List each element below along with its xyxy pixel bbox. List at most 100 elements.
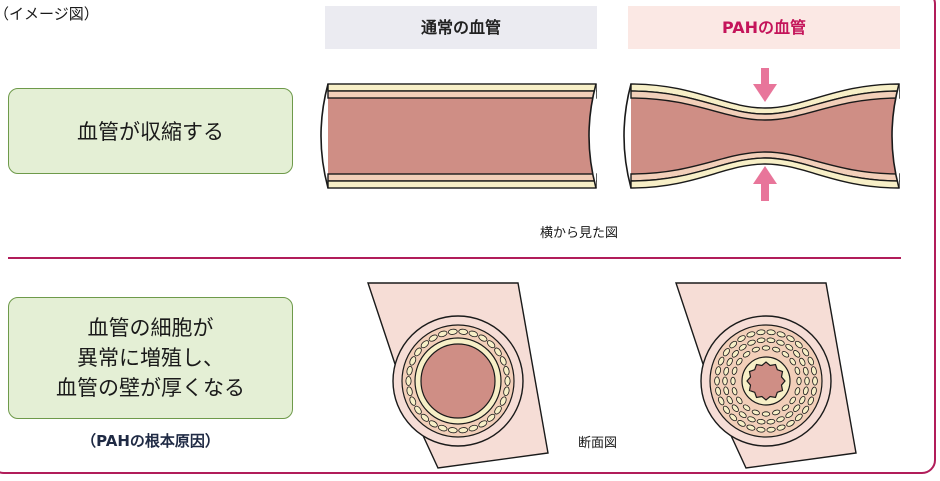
normal-vessel-side-view <box>320 83 597 189</box>
wall-cell <box>810 386 817 396</box>
wall-cell <box>802 348 810 357</box>
wall-cell <box>756 337 766 344</box>
wall-cell <box>730 376 736 386</box>
wall-cell <box>722 405 730 414</box>
wall-cell <box>747 416 756 423</box>
wall-cell <box>761 345 771 351</box>
wall-cell <box>428 334 438 342</box>
wall-cell <box>812 376 818 386</box>
normal-vessel-cross-section <box>367 282 549 469</box>
wall-cell <box>802 386 809 396</box>
wall-cell <box>437 330 448 338</box>
wall-cell <box>772 346 781 353</box>
wall-cell <box>729 413 738 422</box>
wall-cell <box>781 404 790 411</box>
wall-cell <box>746 424 756 431</box>
wall-cell <box>810 366 817 376</box>
wall-cell <box>406 365 413 376</box>
wall-cell <box>751 409 760 416</box>
wall-cell <box>799 396 806 405</box>
wall-cell <box>718 356 725 366</box>
wall-cell <box>772 409 781 416</box>
proliferation-label-line-2: 異常に増殖し、 <box>77 346 224 370</box>
wall-cell <box>726 396 733 405</box>
wall-cell <box>796 376 802 386</box>
wall-cell <box>468 424 479 432</box>
wall-cell <box>738 343 747 351</box>
wall-cell <box>406 386 413 397</box>
wall-cell <box>756 418 766 425</box>
wall-cell <box>723 366 730 376</box>
wall-cell <box>726 357 733 366</box>
wall-cell <box>742 404 751 411</box>
wall-cell <box>738 411 747 419</box>
wall-cell <box>499 356 507 366</box>
wall-cell <box>737 335 746 342</box>
wall-cell <box>794 340 803 349</box>
wall-cell <box>776 416 785 423</box>
wall-cell <box>794 366 801 375</box>
wall-cell <box>802 366 809 376</box>
wall-cell <box>751 346 760 353</box>
wall-cell <box>786 420 795 427</box>
wall-cell <box>789 357 796 366</box>
wall-cell <box>794 413 803 422</box>
wall-cell <box>494 347 502 357</box>
wall-cell <box>722 376 728 386</box>
wall-cell <box>458 427 469 434</box>
wall-cell <box>729 340 738 349</box>
arrow-up-icon <box>753 166 777 201</box>
arrow-down-icon <box>753 68 777 102</box>
wall-cell <box>504 376 511 386</box>
wall-cell <box>794 387 801 396</box>
wall-cell <box>499 396 507 406</box>
wall-cell <box>722 348 730 357</box>
wall-cell <box>793 404 801 412</box>
wall-cell <box>789 396 796 405</box>
wall-cell <box>714 376 720 386</box>
proliferation-label-line-1: 血管の細胞が <box>87 316 214 340</box>
wall-cell <box>718 396 725 406</box>
wall-cell <box>420 413 430 422</box>
wall-cell <box>503 365 510 376</box>
root-cause-note: （PAHの根本原因） <box>81 432 220 450</box>
wall-cell <box>802 405 810 414</box>
wall-cell <box>428 420 438 428</box>
wall-cell <box>447 427 458 434</box>
wall-cell <box>756 426 766 433</box>
normal-vessel-header: 通常の血管 <box>325 6 597 49</box>
wall-cell <box>723 386 730 396</box>
proliferation-label: 血管の細胞が 異常に増殖し、 血管の壁が厚くなる <box>8 297 293 419</box>
side-view-caption: 横から見た図 <box>540 226 619 241</box>
wall-cell <box>736 357 743 366</box>
wall-cell <box>766 426 776 433</box>
wall-cell <box>486 413 496 422</box>
wall-cell <box>742 351 751 358</box>
constriction-label-text: 血管が収縮する <box>77 120 224 144</box>
wall-cell <box>715 386 722 396</box>
wall-cell <box>804 376 810 386</box>
wall-cell <box>731 366 738 375</box>
wall-cell <box>736 396 743 405</box>
wall-cell <box>785 343 794 351</box>
wall-cell <box>414 405 422 415</box>
wall-cell <box>409 356 417 366</box>
pah-vessel-side-view <box>623 83 900 189</box>
wall-cell <box>414 347 422 357</box>
wall-cell <box>409 396 417 406</box>
wall-cell <box>761 411 771 417</box>
wall-cell <box>756 329 766 336</box>
wall-cell <box>799 357 806 366</box>
wall-cell <box>785 411 794 419</box>
wall-cell <box>437 424 448 432</box>
cross-section-caption: 断面図 <box>578 436 618 451</box>
wall-cell <box>776 339 785 346</box>
proliferation-label-line-3: 血管の壁が厚くなる <box>56 376 245 400</box>
pah-vessel-cross-section <box>675 282 857 469</box>
wall-cell <box>807 396 814 406</box>
wall-cell <box>486 340 496 349</box>
wall-cell <box>807 356 814 366</box>
wall-cell <box>731 387 738 396</box>
wall-cell <box>766 329 776 336</box>
